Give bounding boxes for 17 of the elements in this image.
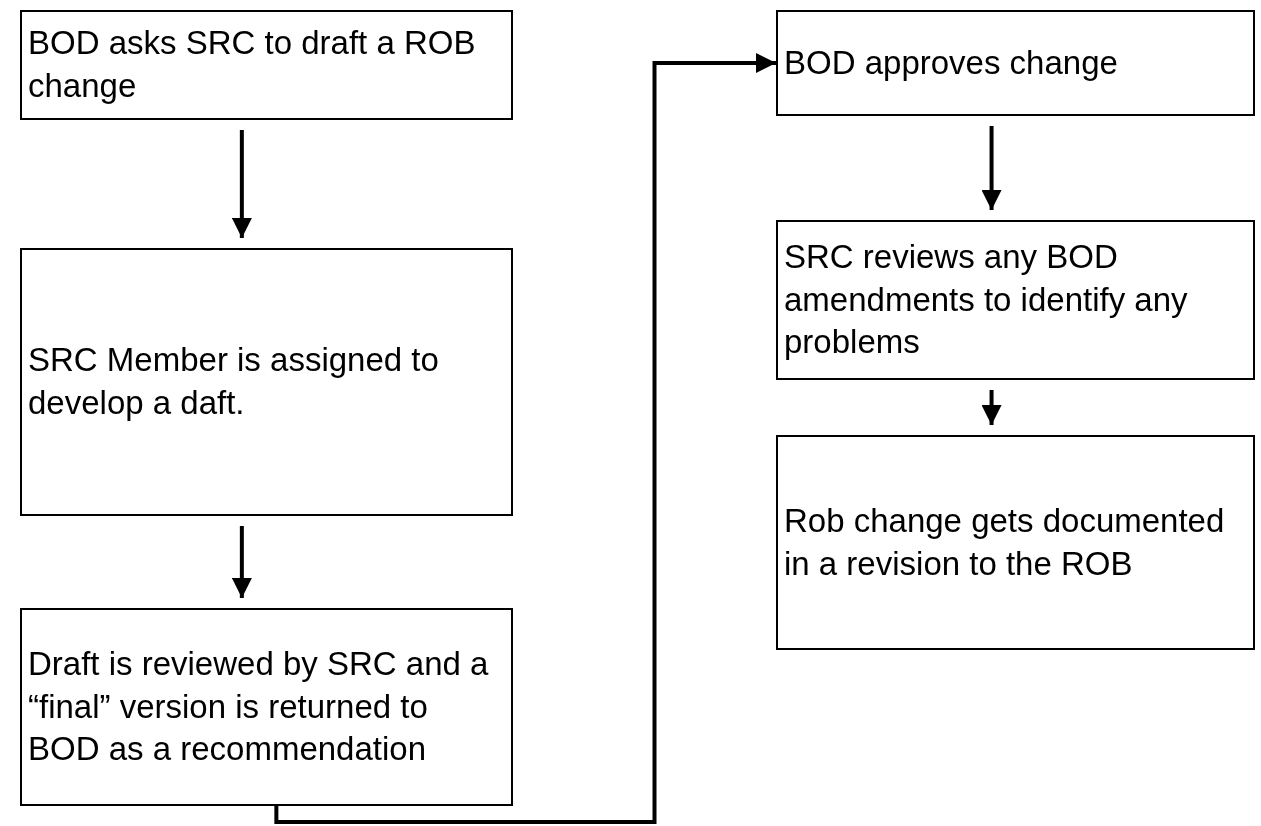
step-text: BOD approves change bbox=[784, 42, 1118, 83]
step-text: SRC Member is assigned to develop a daft. bbox=[28, 340, 440, 423]
arrow bbox=[274, 53, 776, 824]
process-box bbox=[776, 220, 1255, 380]
arrow bbox=[231, 130, 252, 238]
process-box bbox=[776, 10, 1255, 116]
process-box bbox=[20, 608, 513, 806]
step-text: SRC reviews any BOD amendments to identify any problems bbox=[784, 236, 1189, 363]
process-box bbox=[20, 248, 513, 516]
arrow bbox=[981, 390, 1002, 425]
process-box bbox=[776, 435, 1255, 650]
arrow bbox=[981, 126, 1002, 210]
step-text: Draft is reviewed by SRC and a “final” version is returned to BOD as a recommendation bbox=[28, 643, 490, 770]
step-text: Rob change gets documented in a revision to the ROB bbox=[784, 500, 1226, 584]
arrow bbox=[231, 526, 252, 598]
step-text: BOD asks SRC to draft a ROB change bbox=[28, 23, 477, 106]
process-box bbox=[20, 10, 513, 120]
